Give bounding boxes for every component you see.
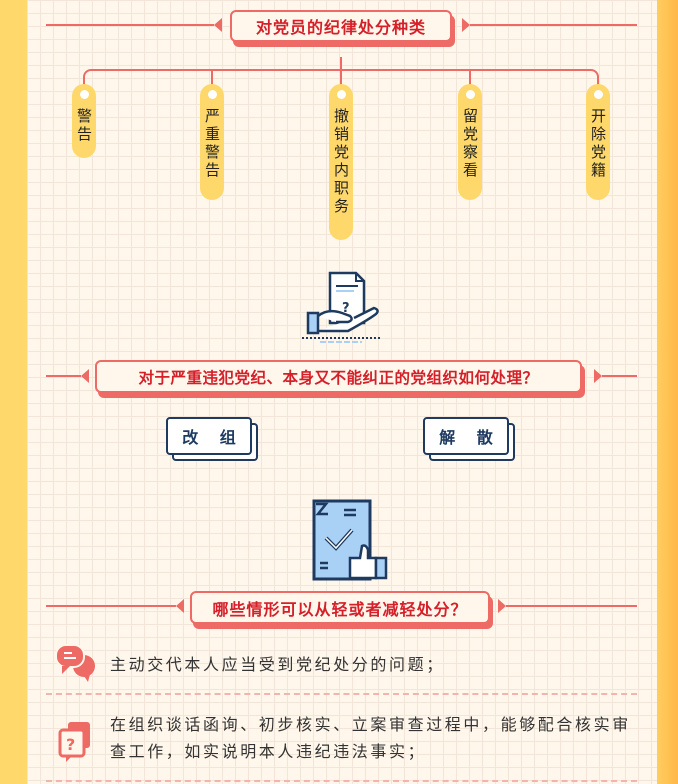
divider-line — [506, 605, 637, 607]
discipline-type-pill: 撤销党内职务 — [329, 84, 353, 240]
section-title: 对于严重违犯党纪、本身又不能纠正的党组织如何处理？ — [138, 368, 539, 387]
pill-hole — [207, 90, 217, 99]
divider-line — [602, 375, 637, 377]
right-border — [656, 0, 678, 784]
divider-line — [46, 375, 81, 377]
dashed-divider — [46, 693, 637, 695]
divider-line — [470, 24, 637, 26]
pill-hole — [336, 90, 346, 99]
discipline-type-label: 严重警告 — [203, 108, 221, 180]
svg-text:?: ? — [66, 735, 75, 754]
section-title: 对党员的纪律处分种类 — [255, 18, 426, 37]
option-label: 改 组 — [182, 428, 244, 447]
approved-document-icon — [312, 499, 388, 581]
chat-bubbles-icon — [55, 644, 95, 682]
tree-drop — [469, 69, 471, 85]
arrow-left — [81, 369, 89, 383]
mitigating-circumstance-text: 在组织谈话函询、初步核实、立案审查过程中，能够配合核实审查工作，如实说明本人违纪… — [110, 715, 631, 761]
mitigating-circumstance-text: 主动交代本人应当受到党纪处分的问题； — [110, 655, 445, 674]
tree-drop — [340, 69, 342, 85]
discipline-type-pill: 开除党籍 — [586, 84, 610, 200]
pill-hole — [465, 90, 475, 99]
arrow-right — [462, 18, 470, 32]
reorganize-option-card: 改 组 — [166, 417, 252, 455]
divider-line — [46, 605, 176, 607]
discipline-type-pill: 留党察看 — [458, 84, 482, 200]
tree-stem — [340, 57, 342, 70]
option-label: 解 散 — [439, 428, 501, 447]
section-title: 哪些情形可以从轻或者减轻处分？ — [212, 599, 468, 619]
arrow-right — [594, 369, 602, 383]
pill-hole — [593, 90, 603, 99]
discipline-type-pill: 警告 — [72, 84, 96, 158]
pill-hole — [79, 90, 89, 99]
section-title-banner: 哪些情形可以从轻或者减轻处分？ — [190, 591, 490, 624]
discipline-type-label: 留党察看 — [461, 108, 479, 180]
dashed-divider — [46, 780, 637, 782]
discipline-type-pill: 严重警告 — [200, 84, 224, 200]
svg-text:?: ? — [342, 301, 350, 316]
discipline-type-label: 开除党籍 — [589, 108, 607, 180]
divider-line — [46, 24, 214, 26]
arrow-right — [498, 599, 506, 613]
question-cards-icon: ? — [58, 722, 90, 762]
hand-document-icon: ? — [302, 271, 380, 343]
dissolve-option-card: 解 散 — [423, 417, 509, 455]
tree-drop — [211, 69, 213, 85]
arrow-left — [176, 599, 184, 613]
section-title-banner: 对党员的纪律处分种类 — [230, 10, 452, 42]
discipline-type-label: 警告 — [75, 108, 93, 144]
section-title-banner: 对于严重违犯党纪、本身又不能纠正的党组织如何处理？ — [95, 360, 582, 393]
arrow-left — [214, 18, 222, 32]
discipline-type-label: 撤销党内职务 — [332, 108, 350, 216]
